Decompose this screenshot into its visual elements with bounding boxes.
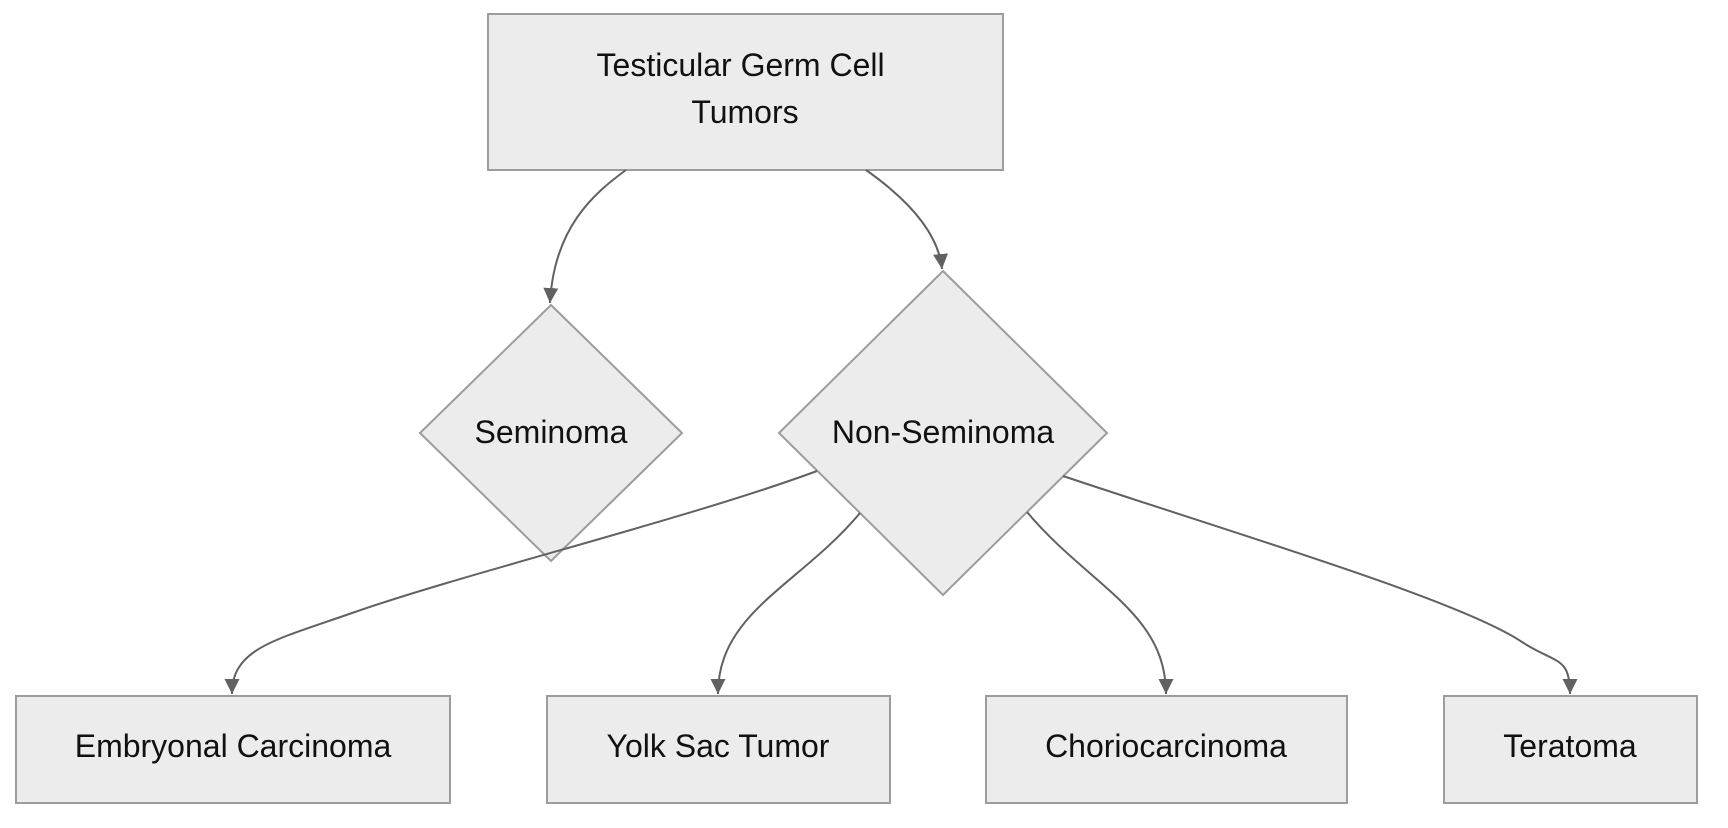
node-box xyxy=(15,695,451,804)
node-choriocarcinoma: Choriocarcinoma xyxy=(985,695,1348,804)
node-label: Seminoma xyxy=(475,414,628,450)
node-non-seminoma: Non-Seminoma xyxy=(777,269,1109,597)
node-box xyxy=(985,695,1348,804)
node-diamond xyxy=(418,303,684,563)
edges xyxy=(224,169,1578,695)
node-box xyxy=(1443,695,1698,804)
edge-non-seminoma-to-teratoma xyxy=(1062,475,1578,695)
node-label: Testicular Germ Cell Tumors xyxy=(597,47,894,130)
edge-tumors-to-non-seminoma xyxy=(865,169,948,270)
node-yolk-sac-tumor: Yolk Sac Tumor xyxy=(546,695,891,804)
edge-tumors-to-seminoma xyxy=(543,169,627,304)
edge-non-seminoma-to-choriocarcinoma xyxy=(1026,511,1174,695)
node-box xyxy=(487,13,1004,171)
node-label: Yolk Sac Tumor xyxy=(607,728,830,764)
node-label: Non-Seminoma xyxy=(832,414,1055,450)
node-box xyxy=(546,695,891,804)
node-label: Embryonal Carcinoma xyxy=(75,728,392,764)
edge-non-seminoma-to-yolk-sac-tumor xyxy=(710,512,861,695)
node-seminoma: Seminoma xyxy=(418,303,684,563)
node-embryonal-carcinoma: Embryonal Carcinoma xyxy=(15,695,451,804)
node-label: Teratoma xyxy=(1503,728,1637,764)
node-testicular-germ-cell-tumors: Testicular Germ Cell Tumors xyxy=(487,13,1004,171)
edge-non-seminoma-to-embryonal-carcinoma xyxy=(224,470,818,695)
node-label: Choriocarcinoma xyxy=(1045,728,1287,764)
node-diamond xyxy=(777,269,1109,597)
node-teratoma: Teratoma xyxy=(1443,695,1698,804)
